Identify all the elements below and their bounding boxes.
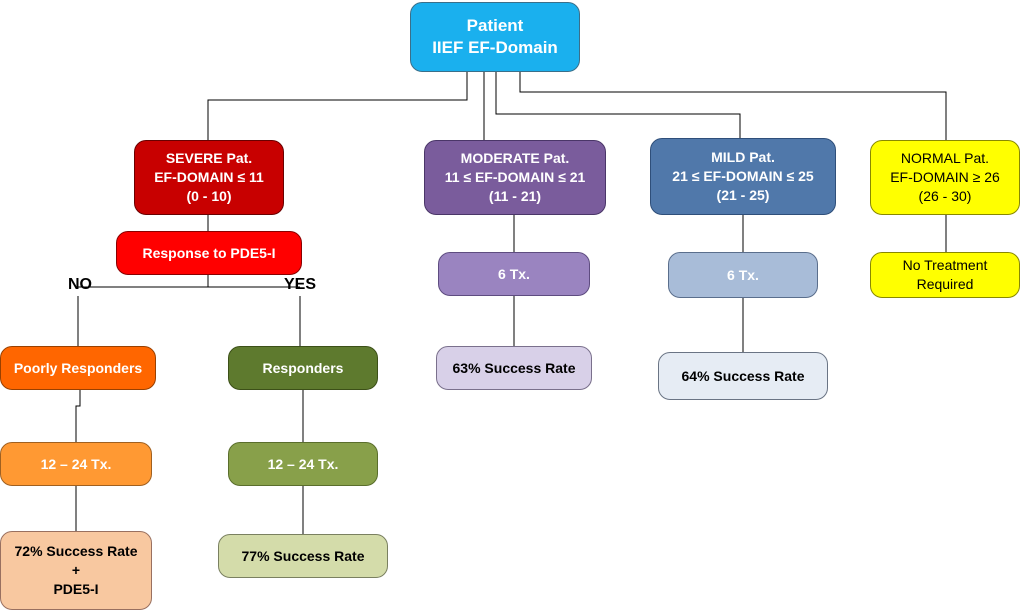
node-moderate-success-rate: 63% Success Rate xyxy=(436,346,592,390)
node-text-line: 12 – 24 Tx. xyxy=(40,455,112,472)
node-text-line: NORMAL Pat. xyxy=(900,150,990,166)
node-mild: MILD Pat. 21 ≤ EF-DOMAIN ≤ 25 (21 - 25) xyxy=(650,138,836,215)
branch-label-no: NO xyxy=(68,276,92,293)
node-moderate-treatment: 6 Tx. xyxy=(438,252,590,296)
node-normal: NORMAL Pat. EF-DOMAIN ≥ 26 (26 - 30) xyxy=(870,140,1020,215)
node-text-line: Poorly Responders xyxy=(13,359,143,376)
node-mild-treatment: 6 Tx. xyxy=(668,252,818,298)
node-text-line: Required xyxy=(916,276,974,292)
node-text-line: 6 Tx. xyxy=(498,265,530,282)
node-text-line: IIEF EF-Domain xyxy=(432,38,558,57)
node-text-line: (26 - 30) xyxy=(918,188,972,204)
node-responders: Responders xyxy=(228,346,378,390)
node-text-line: 63% Success Rate xyxy=(452,359,576,376)
branch-label-yes: YES xyxy=(284,276,317,293)
node-text-line: 72% Success Rate xyxy=(14,543,138,559)
node-text-line: (11 - 21) xyxy=(488,188,542,204)
node-mild-success-rate: 64% Success Rate xyxy=(658,352,828,400)
node-response-to-pde5i: Response to PDE5-I xyxy=(116,231,302,275)
node-poor-treatment: 12 – 24 Tx. xyxy=(0,442,152,486)
node-text-line: MILD Pat. xyxy=(711,149,775,165)
node-text-line: 77% Success Rate xyxy=(241,547,365,564)
node-text-line: 64% Success Rate xyxy=(681,367,805,384)
node-text-line: 11 ≤ EF-DOMAIN ≤ 21 xyxy=(444,169,586,185)
node-text-line: (21 - 25) xyxy=(716,187,770,203)
node-text-line: 6 Tx. xyxy=(727,266,759,283)
node-text-line: EF-DOMAIN ≥ 26 xyxy=(890,169,1000,185)
node-poorly-responders: Poorly Responders xyxy=(0,346,156,390)
node-responders-treatment: 12 – 24 Tx. xyxy=(228,442,378,486)
node-text-line: 12 – 24 Tx. xyxy=(267,455,339,472)
node-text-line: Response to PDE5-I xyxy=(142,244,276,261)
node-severe: SEVERE Pat. EF-DOMAIN ≤ 11 (0 - 10) xyxy=(134,140,284,215)
node-text-line: + xyxy=(71,562,81,578)
node-poor-success-rate: 72% Success Rate + PDE5-I xyxy=(0,531,152,610)
node-responders-success-rate: 77% Success Rate xyxy=(218,534,388,578)
node-text-line: 21 ≤ EF-DOMAIN ≤ 25 xyxy=(672,168,814,184)
node-text-line: Patient xyxy=(466,16,524,35)
node-moderate: MODERATE Pat. 11 ≤ EF-DOMAIN ≤ 21 (11 - 21… xyxy=(424,140,606,215)
node-text-line: SEVERE Pat. xyxy=(165,150,253,166)
node-text-line: (0 - 10) xyxy=(186,188,232,204)
node-text-line: Responders xyxy=(262,359,344,376)
node-text-line: No Treatment xyxy=(902,257,988,273)
node-text-line: PDE5-I xyxy=(53,581,99,597)
node-text-line: MODERATE Pat. xyxy=(460,150,570,166)
node-text-line: EF-DOMAIN ≤ 11 xyxy=(154,169,264,185)
